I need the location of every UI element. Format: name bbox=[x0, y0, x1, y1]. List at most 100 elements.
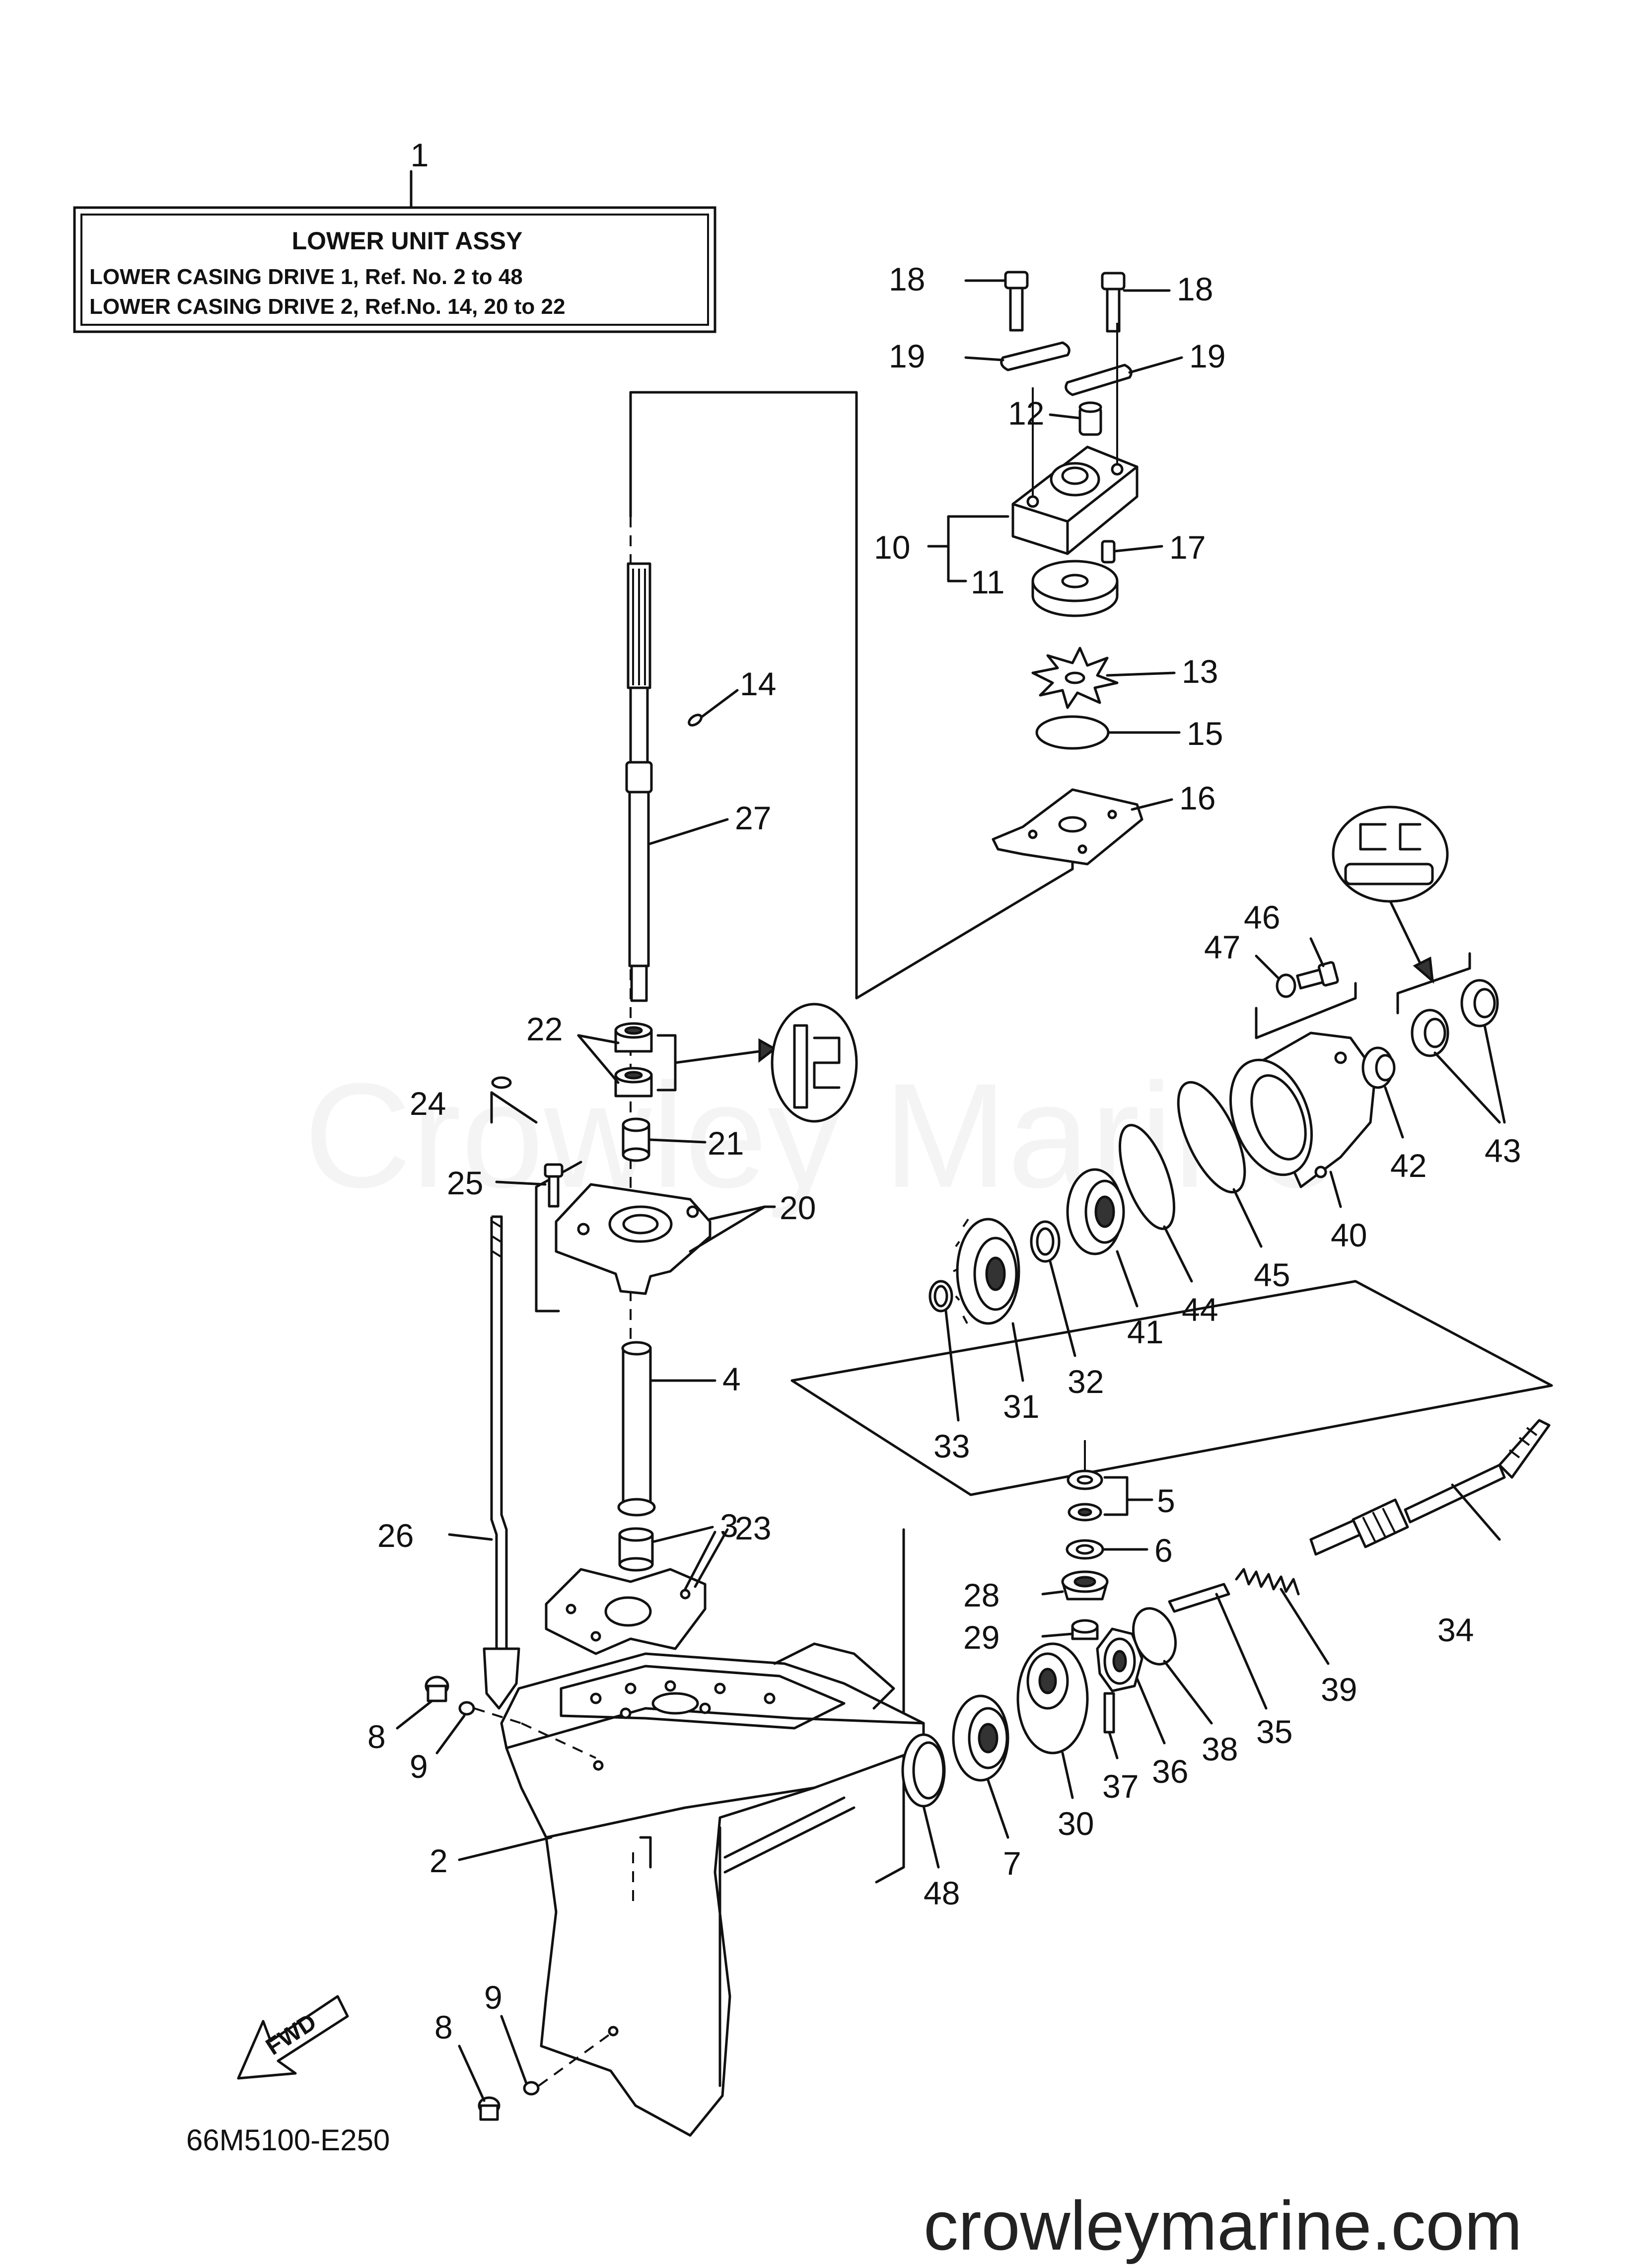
label-43: 43 bbox=[1485, 1132, 1521, 1169]
label-8b: 8 bbox=[434, 2009, 453, 2046]
header-title: LOWER UNIT ASSY bbox=[292, 227, 523, 255]
label-27: 27 bbox=[735, 800, 771, 836]
label-28: 28 bbox=[963, 1577, 999, 1613]
gasket-16 bbox=[992, 788, 1173, 866]
label-9a: 9 bbox=[410, 1748, 428, 1785]
label-17: 17 bbox=[1169, 529, 1206, 566]
bearing-7 bbox=[952, 1694, 1009, 1839]
label-38: 38 bbox=[1202, 1731, 1238, 1767]
propeller-shaft-34 bbox=[1309, 1419, 1551, 1556]
label-8a: 8 bbox=[367, 1718, 386, 1755]
bearings-22 bbox=[577, 1022, 777, 1097]
label-26: 26 bbox=[377, 1517, 414, 1554]
label-21: 21 bbox=[708, 1125, 744, 1162]
housing-20 bbox=[555, 1183, 776, 1295]
bolt-18-left bbox=[964, 271, 1029, 332]
label-39: 39 bbox=[1321, 1671, 1357, 1708]
label-19a: 19 bbox=[889, 338, 925, 374]
label-48: 48 bbox=[924, 1875, 960, 1911]
label-1: 1 bbox=[411, 137, 429, 173]
label-15: 15 bbox=[1187, 715, 1223, 752]
shift-rod-26 bbox=[448, 1215, 520, 1710]
clip-38 bbox=[1132, 1607, 1213, 1725]
website-text: crowleymarine.com bbox=[924, 2187, 1522, 2265]
header-line-1: LOWER CASING DRIVE 1, Ref. No. 2 to 48 bbox=[89, 265, 523, 289]
ring-48 bbox=[901, 1733, 946, 1869]
label-42: 42 bbox=[1390, 1147, 1427, 1184]
pin-35 bbox=[1168, 1583, 1268, 1710]
washer-5 bbox=[1067, 1440, 1153, 1522]
label-36: 36 bbox=[1152, 1753, 1188, 1790]
assembly-guide-lines bbox=[490, 391, 1553, 1884]
diagram-code: 66M5100-E250 bbox=[186, 2123, 390, 2157]
label-12: 12 bbox=[1008, 395, 1044, 432]
label-14: 14 bbox=[740, 665, 776, 702]
label-19b: 19 bbox=[1189, 338, 1225, 374]
label-11: 11 bbox=[971, 564, 1005, 600]
fwd-arrow-icon: FWD bbox=[237, 1995, 349, 2080]
label-25: 25 bbox=[447, 1165, 483, 1201]
circlip-33 bbox=[928, 1280, 960, 1422]
label-16: 16 bbox=[1179, 780, 1215, 816]
insert-11 bbox=[1031, 560, 1119, 617]
part-12 bbox=[1049, 401, 1102, 436]
label-29: 29 bbox=[963, 1619, 999, 1656]
reverse-gear-30 bbox=[1016, 1642, 1089, 1799]
pump-housing-10 bbox=[927, 323, 1139, 583]
label-44: 44 bbox=[1182, 1291, 1218, 1328]
header-line-2: LOWER CASING DRIVE 2, Ref.No. 14, 20 to … bbox=[89, 294, 565, 319]
label-18b: 18 bbox=[1177, 271, 1213, 307]
label-18a: 18 bbox=[889, 261, 925, 297]
label-34: 34 bbox=[1437, 1611, 1474, 1648]
label-13: 13 bbox=[1182, 653, 1218, 690]
shim-32 bbox=[1030, 1220, 1076, 1357]
bearing-41 bbox=[1066, 1168, 1139, 1308]
pinion-28 bbox=[1041, 1570, 1109, 1601]
label-37: 37 bbox=[1102, 1768, 1139, 1805]
plug-8-upper bbox=[396, 1676, 449, 1730]
bolt-46 bbox=[1296, 937, 1339, 990]
washer-9-lower bbox=[500, 2015, 612, 2096]
label-40: 40 bbox=[1331, 1217, 1367, 1253]
sealant-detail-43 bbox=[1332, 805, 1449, 984]
label-46: 46 bbox=[1244, 899, 1280, 936]
label-41: 41 bbox=[1127, 1314, 1163, 1350]
washer-9-upper bbox=[435, 1701, 522, 1755]
seals-43 bbox=[1396, 952, 1506, 1124]
label-33: 33 bbox=[933, 1428, 970, 1464]
label-24: 24 bbox=[410, 1085, 446, 1122]
oring-44 bbox=[1118, 1124, 1193, 1283]
plate-19-right bbox=[1065, 356, 1183, 396]
shim-6 bbox=[1066, 1539, 1148, 1560]
label-2: 2 bbox=[429, 1842, 448, 1879]
label-31: 31 bbox=[1003, 1388, 1039, 1425]
sealant-detail-22 bbox=[771, 1003, 858, 1123]
drive-shaft-27 bbox=[625, 562, 729, 1002]
label-3: 3 bbox=[720, 1507, 738, 1544]
gasket-23 bbox=[545, 1528, 729, 1655]
bushing-42 bbox=[1361, 1046, 1404, 1139]
pin-37 bbox=[1103, 1692, 1119, 1759]
label-35: 35 bbox=[1256, 1713, 1292, 1750]
forward-gear-31 bbox=[953, 1218, 1024, 1382]
cap-40 bbox=[1229, 1031, 1377, 1208]
oring-15 bbox=[1035, 715, 1181, 750]
pin-17 bbox=[1101, 540, 1163, 564]
label-22: 22 bbox=[526, 1011, 563, 1047]
plug-8-lower bbox=[458, 2045, 500, 2121]
label-10: 10 bbox=[874, 529, 910, 566]
impeller-13 bbox=[1031, 647, 1176, 709]
bushing-3 bbox=[618, 1526, 714, 1572]
label-7: 7 bbox=[1003, 1845, 1021, 1882]
nut-29 bbox=[1041, 1619, 1099, 1640]
label-47: 47 bbox=[1204, 929, 1240, 965]
spring-39 bbox=[1235, 1568, 1330, 1665]
part-labels: 18 18 19 19 12 10 11 17 13 15 16 14 27 2… bbox=[367, 261, 1521, 2046]
bolt-18-right bbox=[1101, 272, 1171, 333]
header-box: 1 LOWER UNIT ASSY LOWER CASING DRIVE 1, … bbox=[73, 137, 716, 333]
label-30: 30 bbox=[1058, 1805, 1094, 1842]
clutch-36 bbox=[1096, 1627, 1166, 1745]
label-5: 5 bbox=[1157, 1482, 1175, 1519]
washer-47 bbox=[1255, 954, 1296, 998]
